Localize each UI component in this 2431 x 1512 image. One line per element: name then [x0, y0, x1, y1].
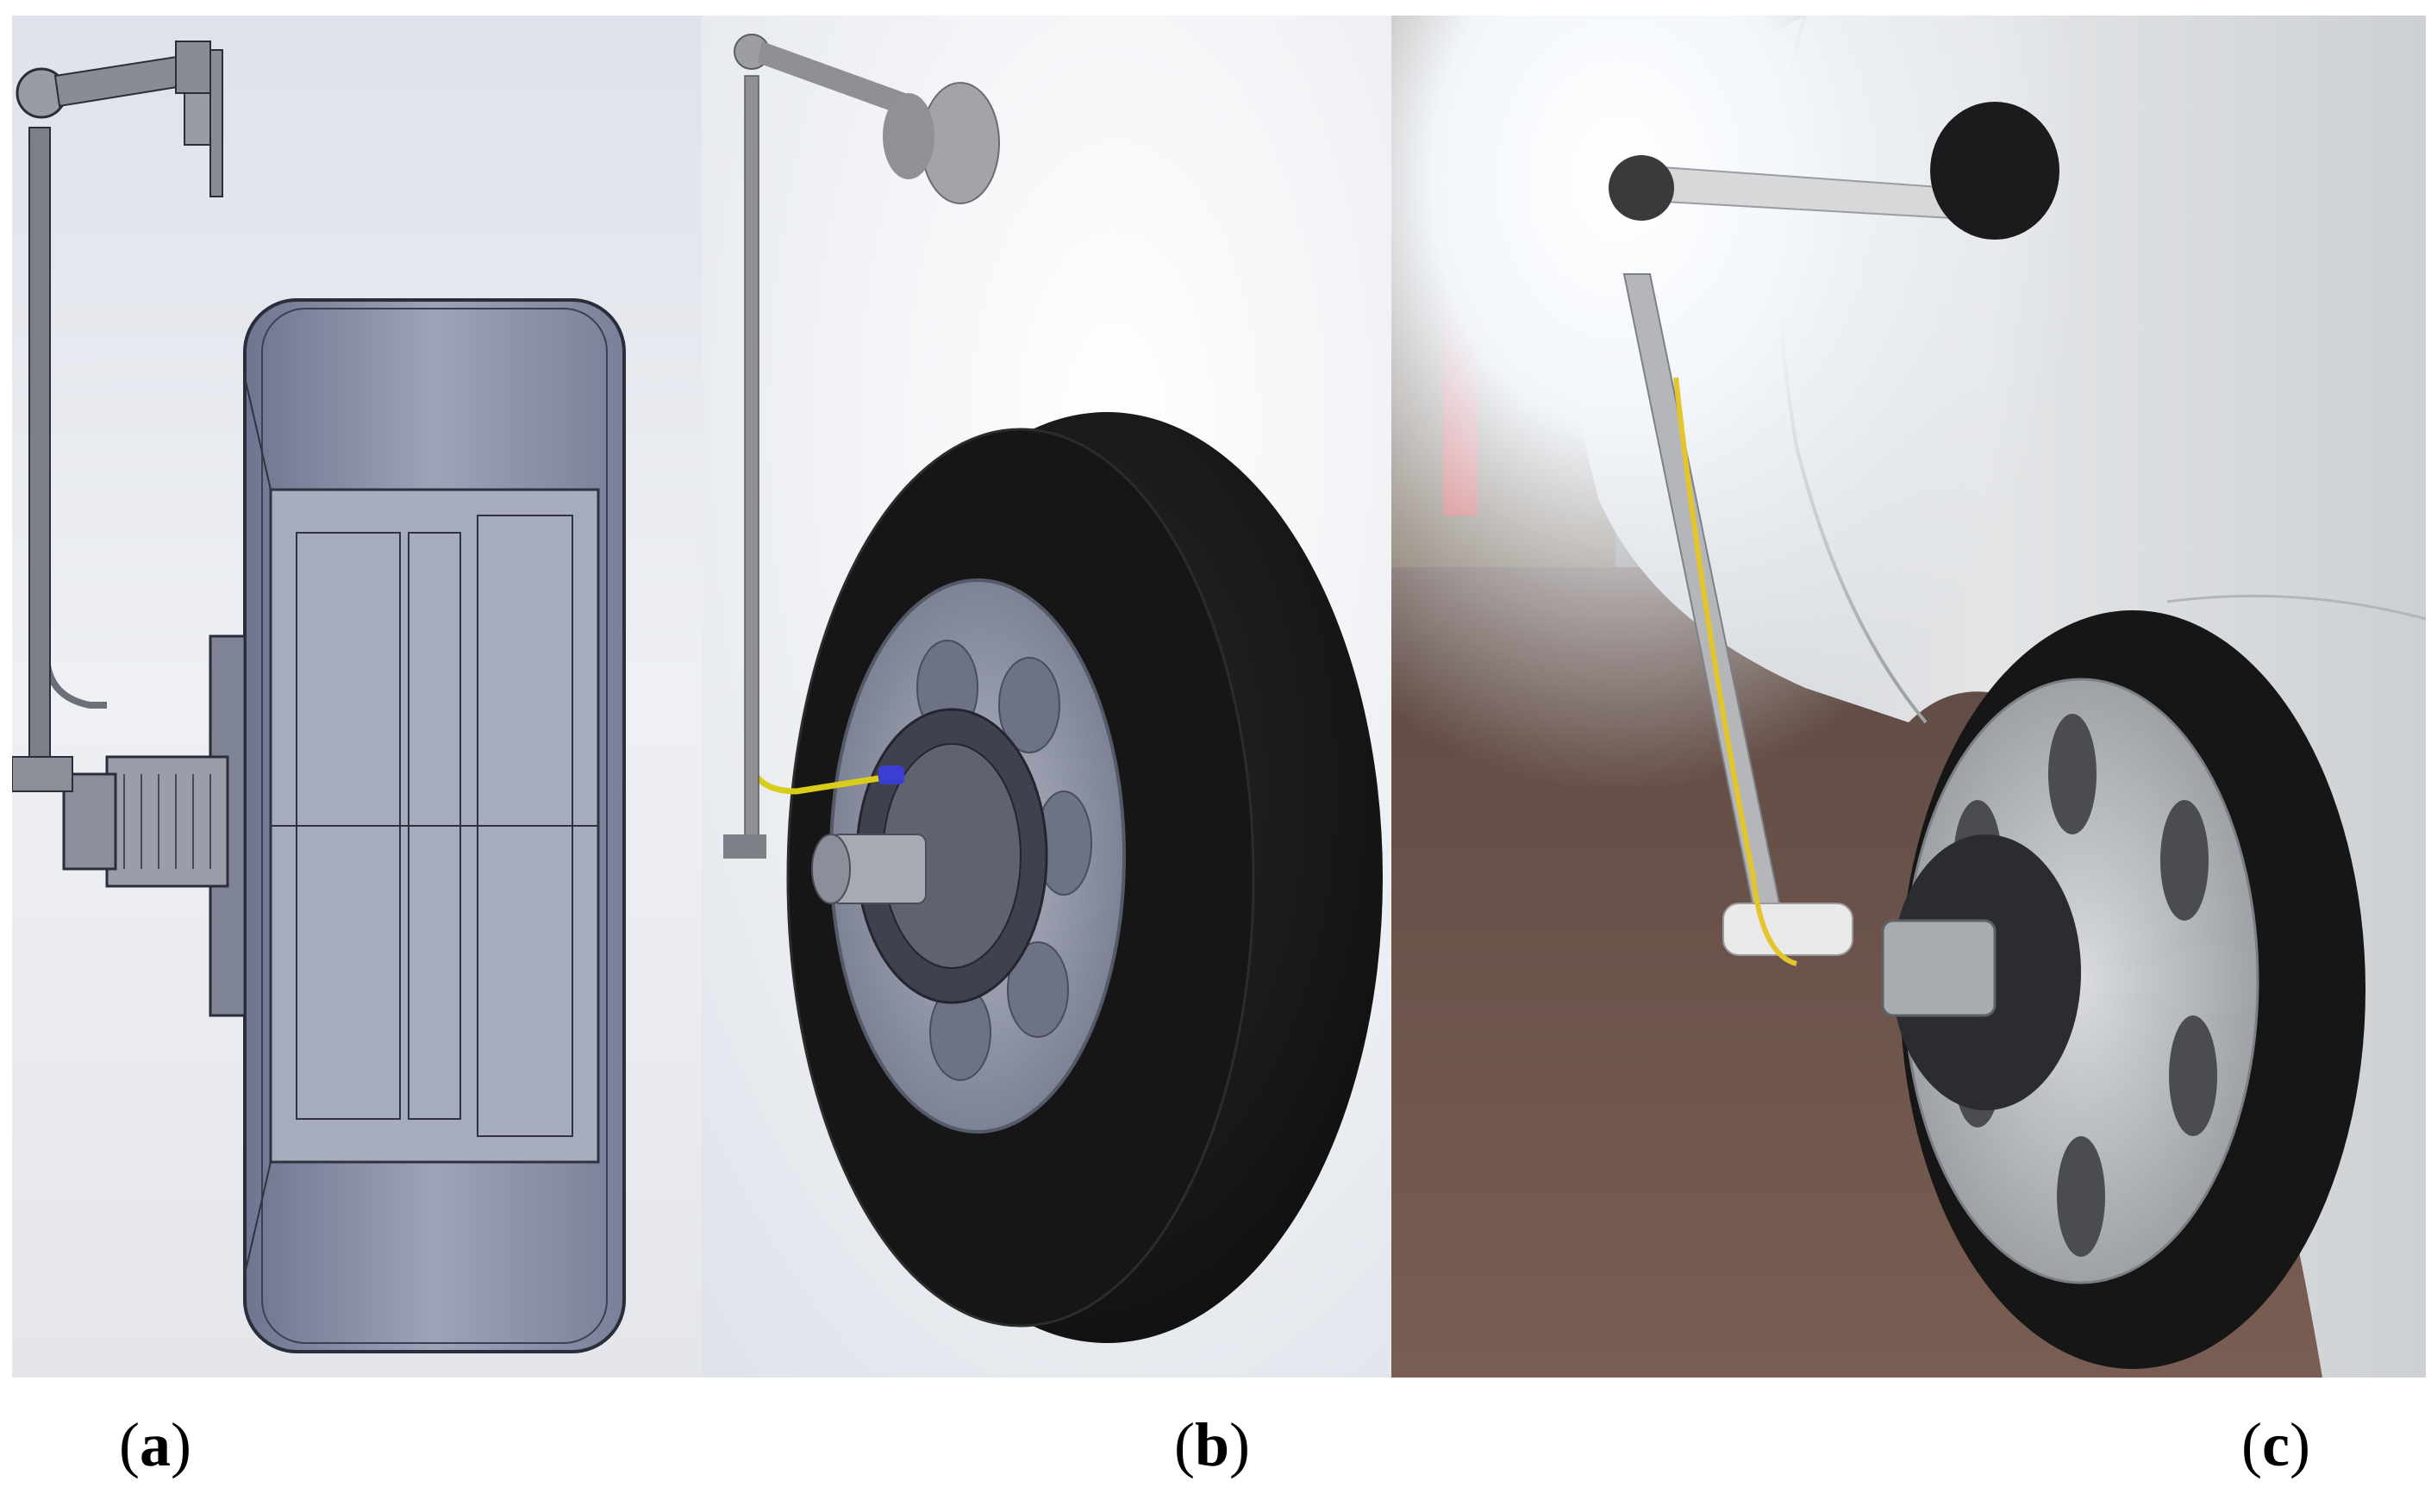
wheel-3d-render-icon	[702, 16, 1391, 1378]
panel-label-b: (b)	[1174, 1410, 1251, 1479]
panel-letter-a: a	[139, 1410, 171, 1479]
panel-letter-b: b	[1194, 1410, 1230, 1479]
panel-label-c: (c)	[2241, 1410, 2310, 1479]
panel-b-3d-render	[702, 16, 1391, 1378]
panel-c-photo	[1391, 16, 2426, 1378]
car-wheel-photo-icon	[1391, 16, 2426, 1378]
panel-letter-c: c	[2261, 1410, 2290, 1479]
panel-label-a: (a)	[119, 1410, 191, 1479]
panel-a-side-view-cad	[12, 16, 702, 1378]
wheel-side-cad-icon	[12, 16, 702, 1378]
